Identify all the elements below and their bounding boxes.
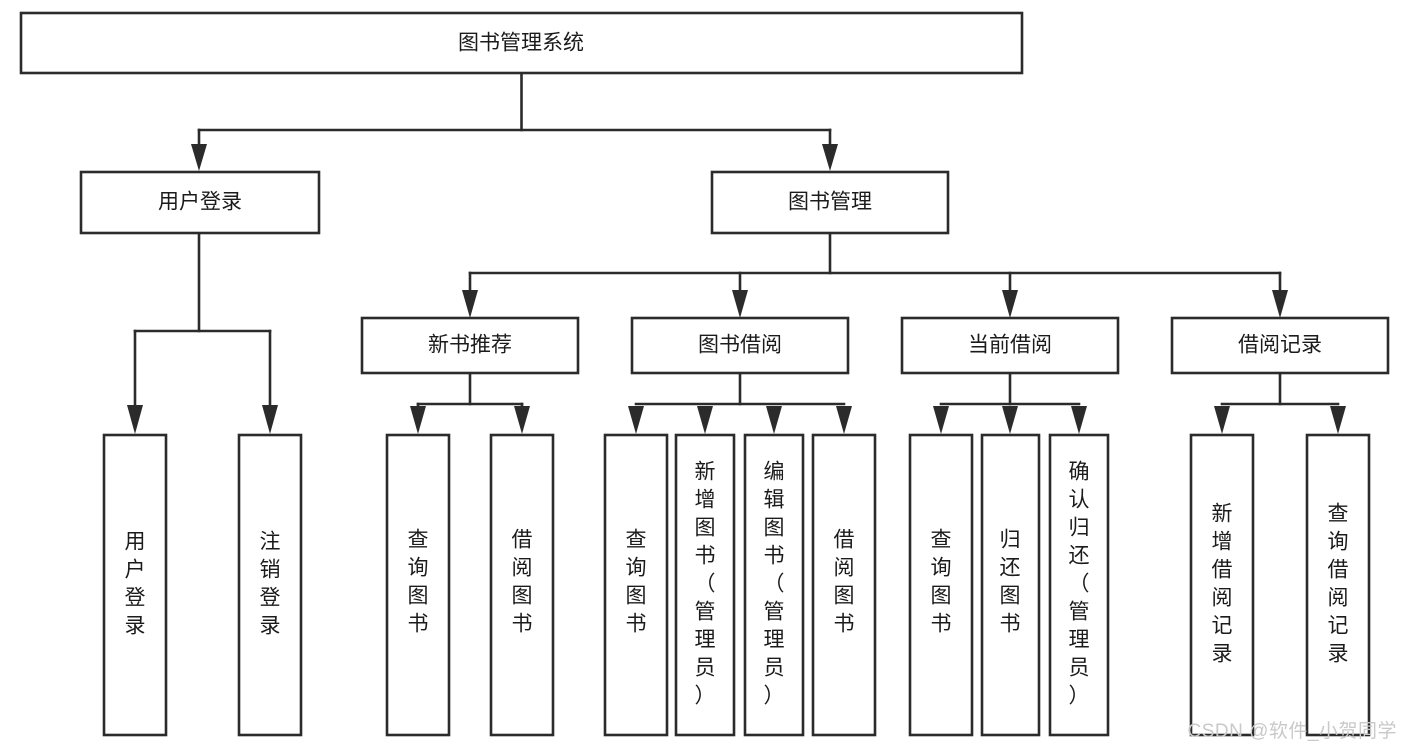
- node-leaf-return-book-label: 归还图书: [1000, 529, 1021, 636]
- node-leaf-query-book-3[interactable]: 查询图书: [908, 433, 974, 737]
- node-leaf-add-book[interactable]: 新增图书（管理员）: [674, 433, 736, 737]
- arrowhead-current-borrow: [1002, 290, 1018, 318]
- edge-group-user-login-to-leaves: [127, 231, 278, 434]
- node-leaf-user-login[interactable]: 用户登录: [102, 433, 168, 737]
- node-book-borrow-label: 图书借阅: [698, 334, 782, 357]
- node-leaf-add-record[interactable]: 新增借阅记录: [1189, 433, 1255, 737]
- csdn-watermark: CSDN @软件_小贺同学: [1187, 721, 1397, 742]
- node-leaf-confirm-return-box[interactable]: [1048, 433, 1110, 737]
- node-leaf-add-book-box[interactable]: [674, 433, 736, 737]
- node-book-manage-box[interactable]: [710, 170, 950, 235]
- arrowhead-borrow-record: [1272, 290, 1288, 318]
- node-user-login-box[interactable]: [79, 170, 321, 235]
- node-leaf-confirm-return-label: 确认归还（管理员）: [1069, 461, 1090, 708]
- node-leaf-query-book-2[interactable]: 查询图书: [603, 433, 669, 737]
- node-new-book-rec[interactable]: 新书推荐: [360, 316, 580, 375]
- node-leaf-edit-book[interactable]: 编辑图书（管理员）: [743, 433, 805, 737]
- node-leaf-query-book-3-box[interactable]: [908, 433, 974, 737]
- arrowhead-leaf-logout: [262, 405, 278, 434]
- node-user-login-label: 用户登录: [158, 191, 242, 214]
- node-leaf-add-record-label: 新增借阅记录: [1212, 503, 1233, 666]
- arrowhead-book-borrow: [732, 290, 748, 318]
- arrowhead-book-manage: [822, 144, 838, 171]
- node-leaf-edit-book-label: 编辑图书（管理员）: [764, 461, 785, 708]
- arrowhead-user-login: [191, 144, 207, 171]
- arrowhead-leaf-user-login: [127, 405, 143, 434]
- node-user-login[interactable]: 用户登录: [79, 170, 321, 235]
- node-leaf-borrow-book-1[interactable]: 借阅图书: [489, 433, 555, 737]
- arrowhead-leaf-edit-book: [766, 406, 782, 434]
- node-leaf-add-book-label: 新增图书（管理员）: [695, 461, 716, 708]
- arrowhead-leaf-query-record: [1330, 406, 1346, 434]
- node-leaf-borrow-book-2-label: 借阅图书: [834, 529, 855, 636]
- arrowhead-leaf-borrow-book-2: [836, 406, 852, 434]
- node-borrow-record[interactable]: 借阅记录: [1170, 316, 1390, 375]
- node-current-borrow-label: 当前借阅: [968, 334, 1052, 357]
- edge-group-book-manage-to-level2: [462, 231, 1288, 318]
- node-new-book-rec-box[interactable]: [360, 316, 580, 375]
- node-leaf-confirm-return[interactable]: 确认归还（管理员）: [1048, 433, 1110, 737]
- arrowhead-leaf-borrow-book-1: [514, 406, 530, 434]
- node-root-label: 图书管理系统: [458, 32, 584, 55]
- node-leaf-logout-label: 注销登录: [260, 531, 281, 638]
- node-leaf-query-record-label: 查询借阅记录: [1328, 503, 1349, 666]
- node-leaf-logout[interactable]: 注销登录: [237, 433, 303, 737]
- node-current-borrow-box[interactable]: [900, 316, 1120, 375]
- node-leaf-logout-box[interactable]: [237, 433, 303, 737]
- edge-group-current-borrow-to-leaves: [933, 371, 1087, 434]
- arrowhead-leaf-return-book: [1002, 406, 1018, 434]
- node-leaf-borrow-book-1-label: 借阅图书: [512, 529, 533, 636]
- node-borrow-record-label: 借阅记录: [1238, 334, 1322, 357]
- node-borrow-record-box[interactable]: [1170, 316, 1390, 375]
- node-leaf-query-book-2-box[interactable]: [603, 433, 669, 737]
- node-leaf-query-record-box[interactable]: [1305, 433, 1371, 737]
- node-leaf-user-login-box[interactable]: [102, 433, 168, 737]
- edge-group-book-borrow-to-leaves: [628, 371, 852, 434]
- node-current-borrow[interactable]: 当前借阅: [900, 316, 1120, 375]
- node-leaf-return-book-box[interactable]: [980, 433, 1041, 737]
- node-leaf-query-book-2-label: 查询图书: [626, 529, 647, 636]
- node-leaf-query-book-1-box[interactable]: [385, 433, 451, 737]
- node-leaf-borrow-book-2-box[interactable]: [811, 433, 877, 737]
- node-leaf-query-book-3-label: 查询图书: [931, 529, 952, 636]
- arrowhead-leaf-add-book: [697, 406, 713, 434]
- arrowhead-leaf-query-book-2: [628, 406, 644, 434]
- node-leaf-user-login-label: 用户登录: [125, 531, 146, 638]
- node-leaf-borrow-book-2[interactable]: 借阅图书: [811, 433, 877, 737]
- node-book-borrow[interactable]: 图书借阅: [630, 316, 850, 375]
- edge-group-root-to-level1: [191, 72, 838, 171]
- arrowhead-new-book-rec: [462, 290, 478, 318]
- node-root-box[interactable]: [19, 11, 1024, 75]
- node-leaf-query-book-1[interactable]: 查询图书: [385, 433, 451, 737]
- node-book-manage-label: 图书管理: [788, 191, 872, 214]
- arrowhead-leaf-add-record: [1214, 406, 1230, 434]
- node-leaf-edit-book-box[interactable]: [743, 433, 805, 737]
- arrowhead-leaf-confirm-return: [1071, 406, 1087, 434]
- arrowhead-leaf-query-book-1: [410, 406, 426, 434]
- node-root[interactable]: 图书管理系统: [19, 11, 1024, 75]
- node-leaf-query-book-1-label: 查询图书: [408, 529, 429, 636]
- node-leaf-query-record[interactable]: 查询借阅记录: [1305, 433, 1371, 737]
- node-new-book-rec-label: 新书推荐: [428, 334, 512, 357]
- edge-group-new-book-rec-to-leaves: [410, 371, 530, 434]
- arrowhead-leaf-query-book-3: [933, 406, 949, 434]
- node-leaf-return-book[interactable]: 归还图书: [980, 433, 1041, 737]
- edge-group-borrow-record-to-leaves: [1214, 371, 1346, 434]
- node-leaf-add-record-box[interactable]: [1189, 433, 1255, 737]
- node-book-borrow-box[interactable]: [630, 316, 850, 375]
- node-leaf-borrow-book-1-box[interactable]: [489, 433, 555, 737]
- node-book-manage[interactable]: 图书管理: [710, 170, 950, 235]
